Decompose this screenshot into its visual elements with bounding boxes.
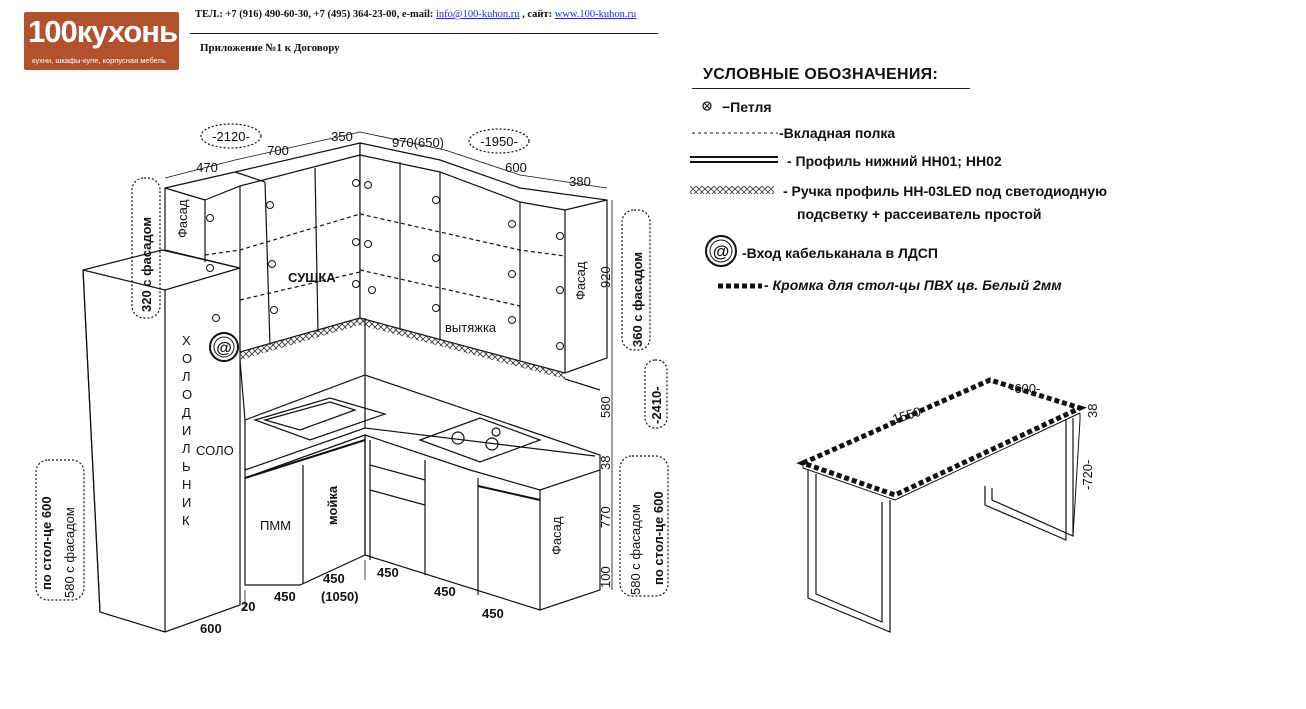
table-dim-600: -600- [1010,381,1040,396]
legend-profile-label: - Профиль нижний НН01; НН02 [787,153,1002,169]
dim-1950: -1950- [480,134,518,149]
dimension-lines [164,131,613,610]
company-logo: 100кухонь кухни, шкафы-купе, корпусная м… [24,12,179,70]
table-leg-back [984,418,1074,541]
svg-text:@: @ [713,242,730,261]
legend-crosshatch [690,186,774,194]
dim-badge-360 [621,209,651,351]
label-sink: мойка [325,485,340,525]
dim-600-top: 600 [505,160,527,175]
kitchen-drawing: @ [35,123,669,633]
logo-brand: 100кухонь [28,14,178,49]
table-leg-front [807,470,891,633]
hob [418,417,542,463]
svg-text:@: @ [216,340,232,357]
dim-1050: (1050) [321,589,359,604]
table-dim-38: 38 [1085,404,1100,418]
dim-580: 580 [598,396,613,418]
table-top-edge [796,377,1087,498]
legend-handle-label-2: подсветку + рассеиватель простой [797,206,1042,222]
label-facade-left: Фасад [175,199,190,238]
dim-450-d: 450 [434,584,456,599]
legend-handle-label: - Ручка профиль НН-03LED под светодиодну… [783,183,1108,199]
dim-450-b: 450 [323,571,345,586]
fridge-cabinet [82,249,241,633]
dim-600-bottom: 600 [200,621,222,636]
site-link[interactable]: www.100-kuhon.ru [554,9,637,20]
dim-360-facade: 360 с фасадом [630,252,645,347]
label-solo: СОЛО [196,443,234,458]
kitchen-labels: -2120- 700 350 970(650) -1950- 470 600 3… [39,129,666,636]
dim-320-facade: 320 с фасадом [139,217,154,312]
table-dim-720: -720- [1080,460,1095,490]
legend-edge-label: - Кромка для стол-цы ПВХ цв. Белый 2мм [764,277,1062,293]
dim-2410: -2410- [649,386,664,424]
dim-970: 970(650) [392,135,444,150]
legend-hinge-icon [702,101,712,111]
header-contacts: ТЕЛ.: +7 (916) 490-60-30, +7 (495) 364-2… [195,9,636,20]
dim-badge-1950 [468,128,530,154]
label-facade-lower: Фасад [549,516,564,555]
legend-shelf-label: -Вкладная полка [779,125,896,141]
email-link[interactable]: info@100-kuhon.ru [436,9,520,20]
label-drying: СУШКА [288,270,336,285]
dim-380: 380 [569,174,591,189]
dim-38: 38 [598,456,613,470]
dim-100: 100 [598,566,613,588]
annex-title: Приложение №1 к Договору [200,42,340,54]
dim-700: 700 [267,143,289,158]
legend-hinge-label: −Петля [722,99,772,115]
at-sign-icon: @ [705,235,737,267]
site-prefix: , сайт: [519,9,555,20]
dim-badge-left-lower [35,459,85,601]
dim-920: 920 [598,266,613,288]
legend-underline [692,88,970,89]
upper-right-cabinets [359,142,608,374]
dim-350: 350 [331,129,353,144]
legend-double-line [690,156,778,163]
dim-countertop-right: по стол-це 600 [651,491,666,585]
lower-cabinets [244,434,601,611]
dim-badge-2120 [200,123,262,149]
label-facade-right: Фасад [573,261,588,300]
dim-450-c: 450 [377,565,399,580]
header-divider [190,33,658,34]
legend-symbols: @ [690,101,778,289]
dim-badge-2410 [644,359,668,429]
dim-450-e: 450 [482,606,504,621]
cable-entry-icon: @ [209,332,239,362]
upper-left-cabinets [164,142,361,353]
table-labels: -1550- -600- 38 -720- [886,381,1100,490]
legend-cable-label: -Вход кабельканала в ЛДСП [742,245,938,261]
handle-profile-led [240,318,565,379]
dim-badge-320 [131,177,161,319]
label-dishwasher: ПММ [260,518,291,533]
dim-countertop-left: по стол-це 600 [39,496,54,590]
label-hood: вытяжка [445,320,497,335]
dim-580-right: 580 с фасадом [628,504,643,595]
dim-470: 470 [196,160,218,175]
logo-tagline: кухни, шкафы-купе, корпусная мебель [32,56,166,65]
contacts-text: ТЕЛ.: +7 (916) 490-60-30, +7 (495) 364-2… [195,9,436,20]
table-drawing [796,377,1087,633]
dim-2120: -2120- [212,129,250,144]
hinges [206,179,564,350]
table-dim-1550: -1550- [886,403,926,428]
dim-20: 20 [241,599,255,614]
dim-580-left: 580 с фасадом [62,507,77,598]
dim-badge-right-lower [619,455,669,597]
sink [253,397,387,441]
dim-770: 770 [598,506,613,528]
legend-title: УСЛОВНЫЕ ОБОЗНАЧЕНИЯ: [703,66,939,83]
dim-450-a: 450 [274,589,296,604]
